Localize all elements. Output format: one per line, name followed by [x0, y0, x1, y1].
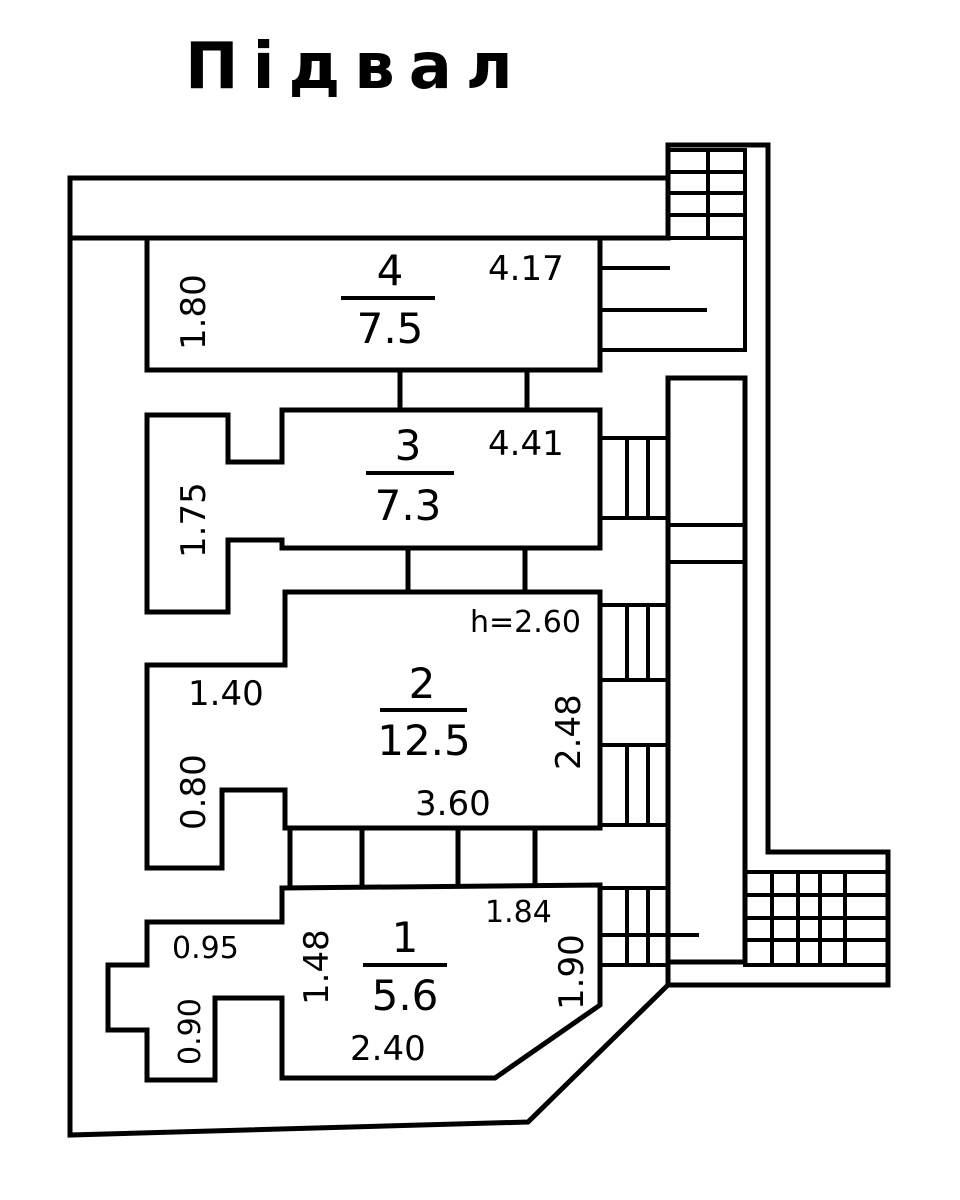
room-2-width: 3.60	[415, 784, 491, 824]
room-2-niche: 0.80	[174, 754, 214, 830]
connector-4-3	[397, 367, 530, 413]
top-stair	[665, 142, 891, 988]
room-2-side: 1.40	[188, 674, 264, 714]
plan-title: Підвал	[185, 30, 527, 104]
room-2-ceiling: h=2.60	[470, 605, 581, 640]
room-3-area: 7.3	[375, 481, 442, 530]
room-1	[105, 882, 699, 1083]
room-1-niche-height: 0.90	[173, 998, 208, 1065]
connector-3-2	[405, 545, 528, 593]
room-3-height: 1.75	[174, 482, 214, 558]
room-4-height: 1.80	[174, 274, 214, 350]
right-corridor	[665, 375, 748, 965]
room-1-inner-height: 1.48	[297, 929, 337, 1005]
room-1-area: 5.6	[372, 971, 439, 1020]
room-1-niche-width: 0.95	[172, 931, 239, 966]
connector-2-1	[287, 825, 538, 888]
room-4-width: 4.17	[488, 249, 564, 289]
room-3-number: 3	[395, 421, 422, 470]
room-1-top: 1.84	[485, 895, 552, 930]
room-2-number: 2	[409, 659, 436, 708]
room-2-height: 2.48	[549, 694, 589, 770]
room-2-area: 12.5	[377, 716, 471, 765]
room-1-height: 1.90	[552, 934, 592, 1010]
bottom-stair	[743, 870, 890, 967]
room-4-number: 4	[377, 246, 404, 295]
room-1-bottom: 2.40	[350, 1029, 426, 1069]
room-1-number: 1	[392, 913, 419, 962]
room-4	[144, 235, 707, 373]
room-2	[144, 589, 670, 871]
room-3-width: 4.41	[488, 424, 564, 464]
outer-wall	[67, 175, 671, 1138]
room-4-area: 7.5	[357, 304, 424, 353]
room-3	[144, 407, 670, 615]
